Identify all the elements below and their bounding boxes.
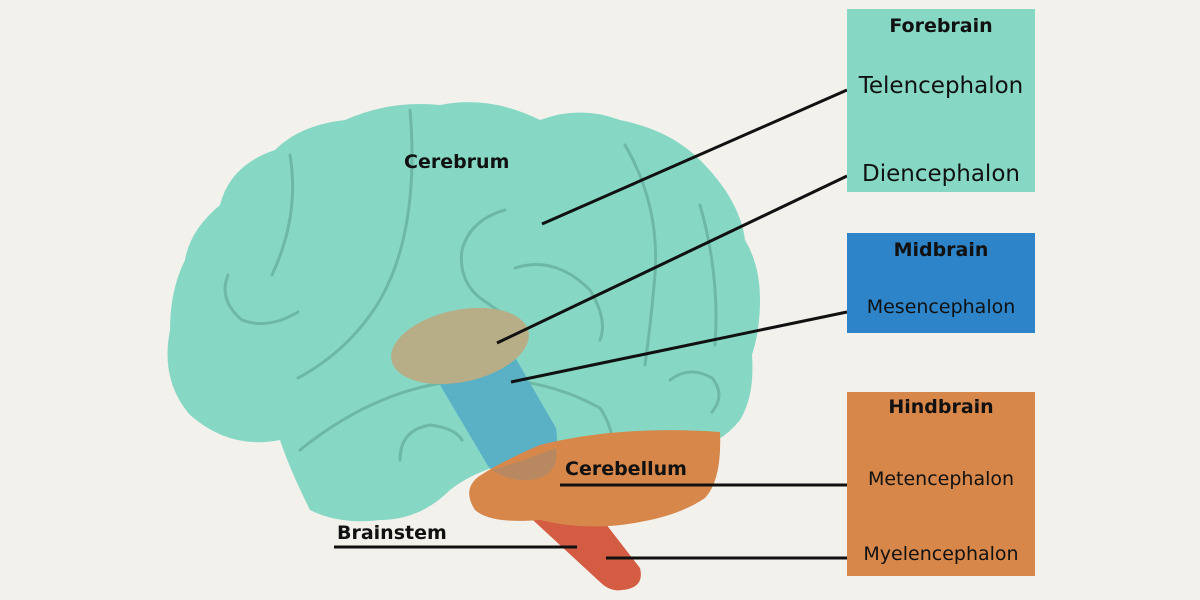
forebrain-title: Forebrain xyxy=(889,15,993,37)
cerebellum-label: Cerebellum xyxy=(565,458,687,480)
midbrain-box: Midbrain Mesencephalon xyxy=(847,233,1035,333)
myelencephalon-label: Myelencephalon xyxy=(863,543,1019,565)
mesencephalon-leader xyxy=(510,310,848,384)
diencephalon-leader xyxy=(496,174,848,345)
midbrain-title: Midbrain xyxy=(893,239,989,261)
mesencephalon-label: Mesencephalon xyxy=(866,296,1016,318)
cerebrum-label: Cerebrum xyxy=(404,151,510,173)
leader-lines xyxy=(334,88,848,560)
hindbrain-title: Hindbrain xyxy=(888,396,994,418)
forebrain-box: Forebrain Telencephalon Diencephalon xyxy=(847,9,1035,192)
metencephalon-label: Metencephalon xyxy=(867,468,1015,490)
hindbrain-box: Hindbrain Metencephalon Myelencephalon xyxy=(847,392,1035,576)
telencephalon-leader xyxy=(541,88,848,226)
telencephalon-label: Telencephalon xyxy=(858,73,1024,99)
midbrain-region xyxy=(440,352,557,480)
brainstem-label: Brainstem xyxy=(337,522,447,544)
cerebellum-region xyxy=(469,430,721,527)
diencephalon-region xyxy=(391,307,529,385)
diencephalon-label: Diencephalon xyxy=(862,161,1020,187)
midbrain-overlap xyxy=(492,448,557,481)
